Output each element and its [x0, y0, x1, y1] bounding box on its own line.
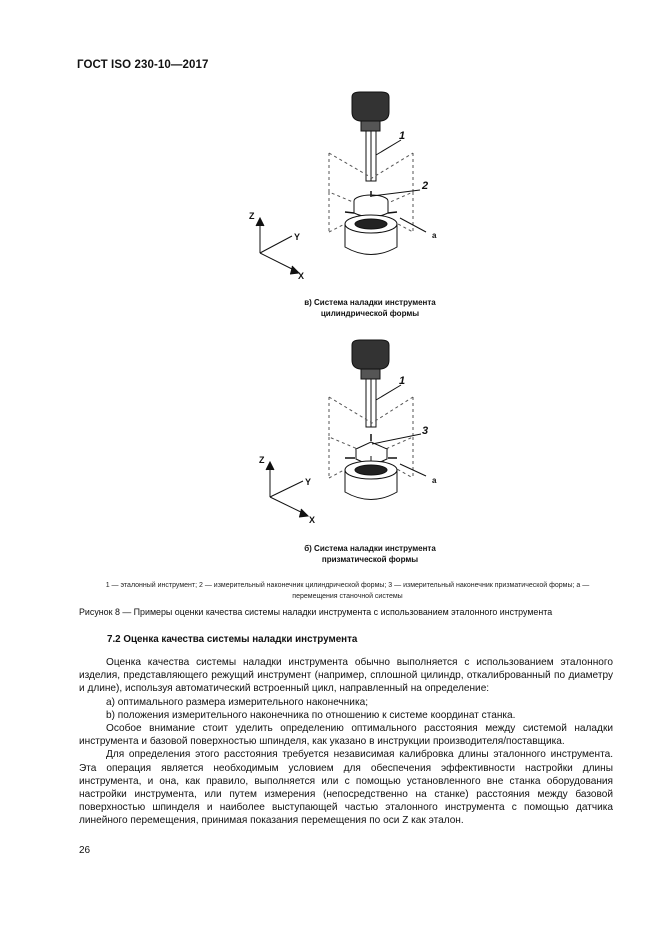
axis-x-b: X	[309, 515, 315, 525]
figure-title: Рисунок 8 — Примеры оценки качества сист…	[79, 607, 553, 617]
axis-z-a: Z	[249, 211, 255, 221]
caption-b: б) Система наладки инструмента призматич…	[270, 544, 470, 565]
caption-b-line1: б) Система наладки инструмента	[304, 544, 436, 553]
diagram-prismatic	[265, 339, 427, 518]
document-header: ГОСТ ISO 230-10—2017	[77, 59, 209, 71]
axis-x-a: X	[298, 271, 304, 281]
list-item: b) положения измерительного наконечника …	[106, 709, 516, 721]
page-number: 26	[79, 845, 91, 856]
paragraph: Оценка качества системы наладки инструме…	[79, 657, 613, 695]
caption-a-line2: цилиндрической формы	[320, 308, 420, 318]
axis-y-a: Y	[294, 232, 300, 242]
list-item: a) оптимального размера измерительного н…	[106, 696, 368, 708]
section-heading: 7.2 Оценка качества системы наладки инст…	[107, 634, 358, 645]
caption-b-line2: призматической формы	[321, 554, 419, 564]
section-body: Оценка качества системы наладки инструме…	[79, 656, 613, 828]
label-move-a: a	[432, 231, 437, 240]
label-tip-a: 2	[421, 180, 428, 192]
label-tool-a: 1	[399, 130, 405, 142]
axis-y-b: Y	[305, 477, 311, 487]
paragraph: Особое внимание стоит уделить определени…	[79, 723, 613, 748]
figure-8: 1 2 a Z Y X	[249, 91, 437, 525]
label-tip-b: 3	[422, 425, 428, 437]
figure-legend: 1 — эталонный инструмент; 2 — измеритель…	[105, 582, 590, 600]
axis-z-b: Z	[259, 455, 265, 465]
diagram-cylindrical	[255, 91, 427, 275]
paragraph: Для определения этого расстояния требует…	[79, 749, 613, 827]
caption-a-line1: в) Система наладки инструмента	[304, 298, 436, 307]
label-tool-b: 1	[399, 375, 405, 387]
caption-a: в) Система наладки инструмента цилиндрич…	[270, 298, 470, 319]
label-move-b: a	[432, 476, 437, 485]
